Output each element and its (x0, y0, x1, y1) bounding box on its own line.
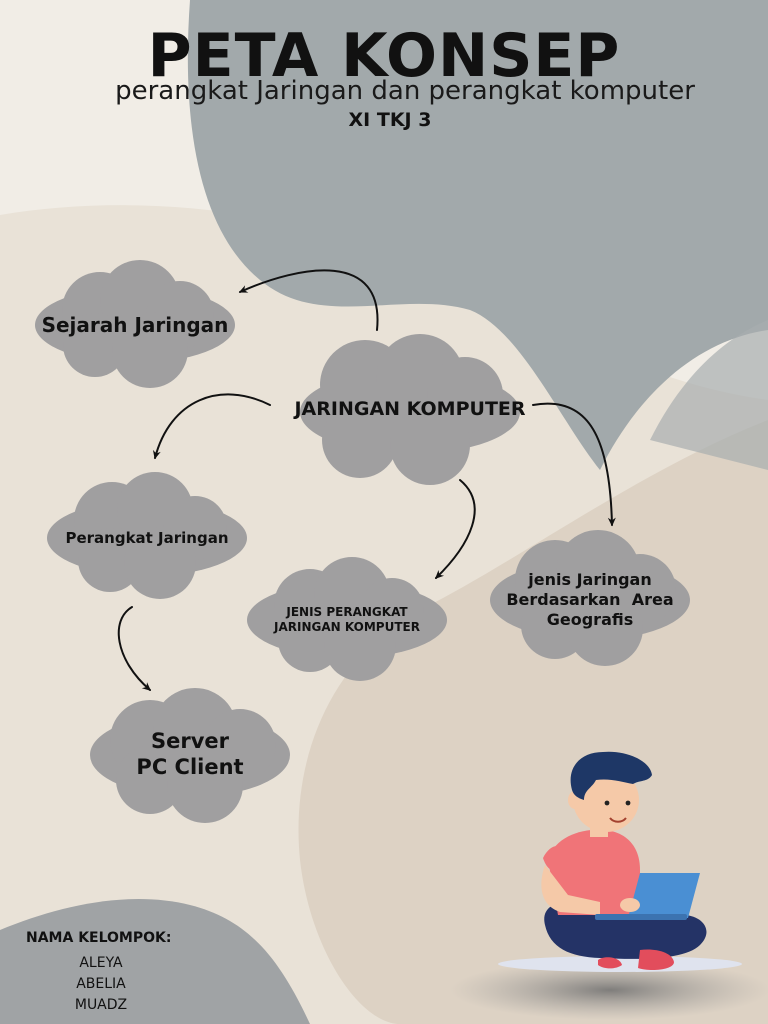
arrow-to-jenis-perangkat (435, 479, 476, 579)
node-server-line1: Server (150, 728, 229, 753)
group-title: NAMA KELOMPOK: (26, 930, 172, 946)
gray-wave (0, 899, 310, 1024)
arrow-to-perangkat (152, 393, 271, 460)
node-jenis-jaringan-line1: jenis Jaringan (528, 570, 652, 589)
node-sejarah-jaringan: Sejarah Jaringan (35, 305, 235, 345)
node-perangkat-jaringan: Perangkat Jaringan (47, 520, 247, 556)
group-member: ALEYA (79, 955, 123, 971)
arrow-to-jenis-jaringan (532, 402, 616, 527)
node-sejarah-label: Sejarah Jaringan (41, 312, 229, 337)
arrow-to-sejarah (238, 269, 379, 331)
node-jenis-jaringan-line3: Geografis (546, 610, 634, 629)
class-label: XI TKJ 3 (348, 109, 432, 131)
node-jenis-jaringan: jenis Jaringan Berdasarkan Area Geografi… (490, 563, 690, 637)
page-title: PETA KONSEP (147, 21, 621, 91)
cloud-server (90, 688, 290, 823)
slate-shape (187, 0, 768, 470)
arrow-to-server (117, 606, 152, 691)
cloud-perangkat-jaringan (47, 472, 247, 599)
cloud-sejarah (35, 260, 235, 388)
node-jenis-perangkat-line1: JENIS PERANGKAT (286, 605, 408, 619)
person-with-laptop-icon (498, 751, 742, 972)
node-jaringan-komputer-label: JARINGAN KOMPUTER (294, 398, 526, 421)
cloud-jenis-jaringan (490, 530, 690, 666)
node-jaringan-komputer: JARINGAN KOMPUTER (270, 390, 550, 430)
node-server: Server PC Client (90, 724, 290, 784)
group-member: MUADZ (74, 997, 128, 1013)
node-jenis-perangkat-line2: JARINGAN KOMPUTER (274, 620, 420, 634)
group-member: ABELIA (76, 976, 126, 992)
cloud-jaringan-komputer (300, 334, 520, 485)
node-jenis-jaringan-line2: Berdasarkan Area (506, 590, 674, 609)
node-perangkat-jaringan-label: Perangkat Jaringan (65, 528, 229, 547)
slate-sliver (650, 320, 768, 470)
page-subtitle: perangkat Jaringan dan perangkat kompute… (115, 76, 695, 106)
node-server-line2: PC Client (136, 755, 244, 779)
floor-shadow (450, 960, 768, 1020)
node-jenis-perangkat: JENIS PERANGKAT JARINGAN KOMPUTER (247, 598, 447, 642)
cloud-jenis-perangkat (247, 557, 447, 681)
